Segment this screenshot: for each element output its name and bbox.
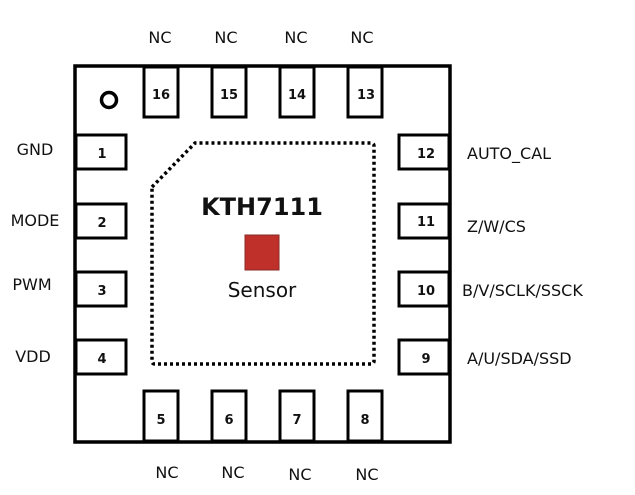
pin-number: 13	[357, 88, 375, 103]
pin-2: 2 MODE	[11, 202, 128, 240]
pin-number: 2	[97, 216, 106, 231]
pin-number: 11	[417, 215, 435, 230]
pin-signal-label: Z/W/CS	[467, 217, 526, 236]
chip-name: KTH7111	[201, 193, 323, 221]
pin-number: 10	[417, 284, 435, 299]
pin-signal-label: VDD	[15, 347, 51, 366]
pin-signal-label: A/U/SDA/SSD	[467, 349, 572, 368]
pin-signal-label: AUTO_CAL	[467, 144, 551, 164]
pin-7: 7 NC	[278, 389, 316, 484]
pin-number: 12	[417, 147, 435, 162]
pin-number: 14	[288, 88, 306, 103]
pin-number: 15	[220, 88, 238, 103]
pin-number: 8	[360, 413, 369, 428]
die-outline	[150, 141, 376, 366]
pin-signal-label: NC	[148, 28, 171, 47]
pin-signal-label: PWM	[12, 275, 51, 294]
sensor-label: Sensor	[228, 278, 297, 302]
pin-8: 8 NC	[346, 389, 384, 484]
pin-number: 1	[97, 147, 106, 162]
pin-5: 5 NC	[142, 389, 180, 482]
pin-4: 4 VDD	[15, 338, 128, 376]
pin-signal-label: NC	[155, 463, 178, 482]
pin-15: 15 NC	[210, 28, 248, 119]
pin-1: 1 GND	[17, 133, 128, 171]
pin-10: 10 B/V/SCLK/SSCK	[397, 270, 583, 308]
pin-9: 9 A/U/SDA/SSD	[397, 338, 572, 376]
pin-signal-label: NC	[214, 28, 237, 47]
pin-3: 3 PWM	[12, 270, 128, 308]
pin1-marker-icon	[99, 90, 119, 110]
sensor-element	[244, 234, 280, 271]
pin-signal-label: NC	[221, 463, 244, 482]
pin-signal-label: MODE	[11, 211, 60, 230]
pin-11: 11 Z/W/CS	[397, 202, 526, 240]
pin-13: 13 NC	[346, 28, 384, 119]
pin-number: 5	[156, 413, 165, 428]
pin-6: 6 NC	[210, 389, 248, 482]
pin-number: 3	[97, 284, 106, 299]
pin-signal-label: NC	[284, 28, 307, 47]
pin-signal-label: NC	[288, 465, 311, 484]
pin-signal-label: GND	[17, 140, 54, 159]
right-pins: 12 AUTO_CAL 11 Z/W/CS 10 B/V/SCLK/SSCK 9…	[397, 133, 583, 376]
pin-number: 7	[292, 413, 301, 428]
pin-number: 16	[152, 88, 170, 103]
top-pins: 16 NC 15 NC 14 NC 13 NC	[142, 28, 384, 119]
pin-signal-label: NC	[355, 465, 378, 484]
pin-number: 9	[421, 352, 430, 367]
pin-number: 4	[97, 352, 106, 367]
pin-signal-label: NC	[350, 28, 373, 47]
left-pins: 1 GND 2 MODE 3 PWM 4 VDD	[11, 133, 128, 376]
pin-14: 14 NC	[278, 28, 316, 119]
pin-12: 12 AUTO_CAL	[397, 133, 551, 171]
bottom-pins: 5 NC 6 NC 7 NC 8 NC	[142, 389, 384, 484]
pin-number: 6	[224, 413, 233, 428]
pin-16: 16 NC	[142, 28, 180, 119]
pin-signal-label: B/V/SCLK/SSCK	[462, 281, 583, 300]
